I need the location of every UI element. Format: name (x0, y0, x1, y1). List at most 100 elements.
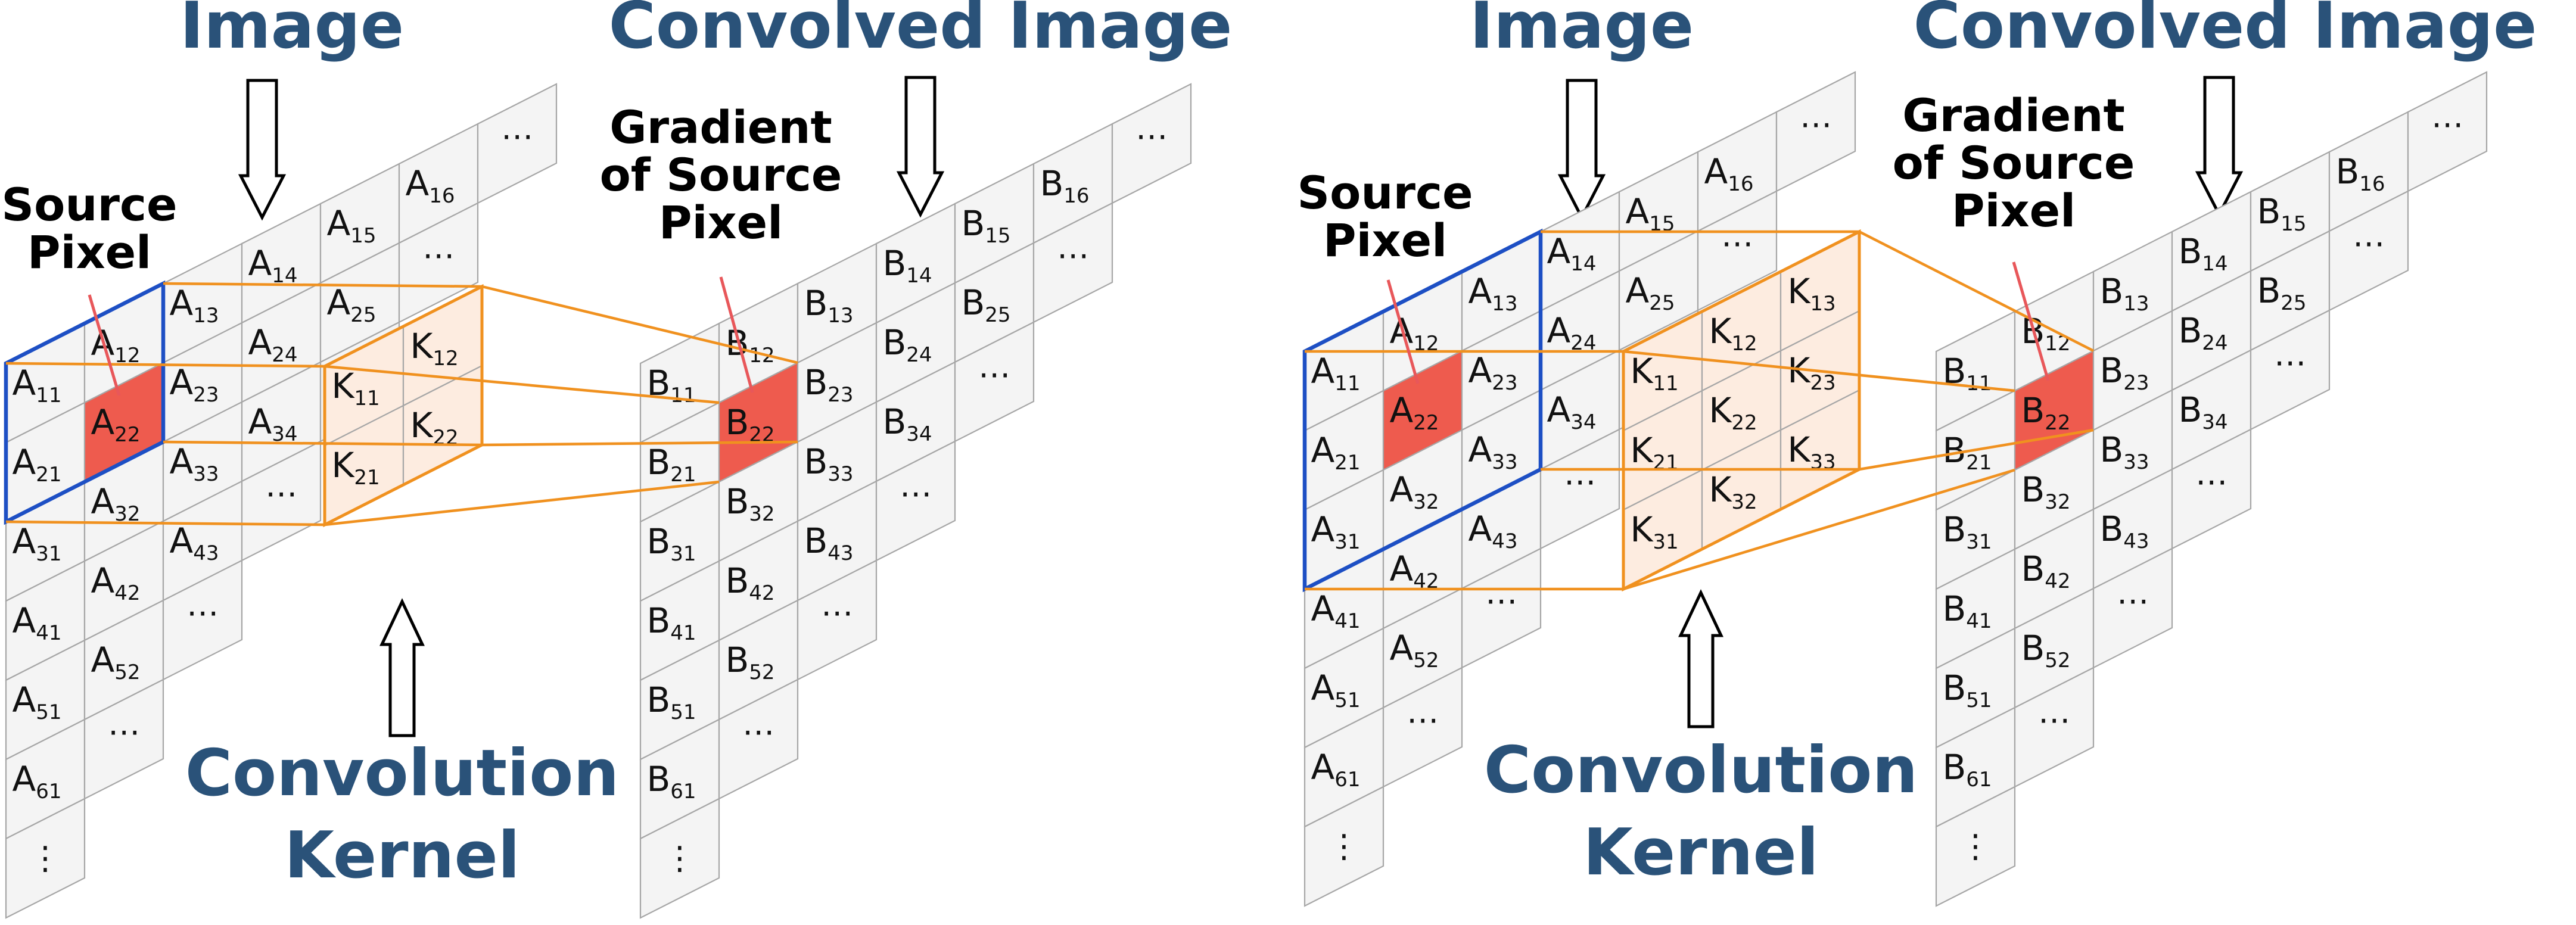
image-vdots-cell (5, 798, 86, 919)
image-label-11: A11 (13, 363, 62, 407)
output-label-33: B33 (804, 441, 853, 486)
output-ellipsis-r0: ⋯ (2431, 105, 2463, 143)
output-label-16: B16 (1040, 163, 1089, 208)
kernel-label-12-index: 12 (1731, 332, 1757, 356)
image-label-23: A23 (1469, 350, 1518, 395)
projection-line-out-3 (324, 480, 720, 527)
kernel-label-line-1: Kernel (284, 818, 519, 893)
projection-line-out-1 (1858, 230, 2095, 353)
output-label-32-letter: B (2021, 469, 2045, 510)
output-label-16: B16 (2335, 151, 2385, 196)
kernel-label-21-index: 21 (1653, 451, 1678, 475)
output-label-13-letter: B (804, 283, 827, 323)
kernel-label-12: K12 (410, 326, 458, 370)
gradient-pixel-pointer (2012, 261, 2050, 381)
image-title: Image (1470, 0, 1694, 63)
image-label-13-index: 13 (193, 304, 219, 328)
image-label-33-letter: A (1469, 429, 1492, 470)
image-label-61-index: 61 (1334, 768, 1360, 792)
source-pixel-label-line-0: Source (1, 178, 177, 231)
kernel-label-12-letter: K (410, 326, 434, 366)
image-ellipsis-r4: ⋯ (1485, 582, 1517, 619)
output-label-34-index: 34 (906, 422, 932, 446)
image-label-23-letter: A (1469, 350, 1492, 391)
output-label-52-letter: B (725, 640, 749, 680)
kernel-label-line-0: Convolution (1484, 733, 1918, 808)
output-label-41-index: 41 (670, 621, 696, 645)
output-label-13: B13 (804, 283, 853, 328)
output-vdots-cell (1935, 786, 2016, 907)
image-label-51-letter: A (13, 680, 36, 720)
kernel-label-21: K21 (1630, 430, 1678, 475)
projection-lines (1305, 230, 2095, 591)
output-label-52: B52 (725, 640, 774, 684)
image-label-42-index: 42 (114, 581, 140, 605)
kernel-label-22-letter: K (1709, 390, 1732, 431)
source-pixel-label-line-1: Pixel (27, 226, 151, 279)
image-label-51-index: 51 (36, 700, 61, 724)
output-vdots: ⋮ (1959, 827, 1992, 865)
gradient-label-line-1: of Source (600, 148, 842, 201)
output-label-12-index: 12 (2045, 332, 2070, 356)
output-ellipsis-r4: ⋯ (821, 594, 853, 631)
image-label-14-index: 14 (1570, 252, 1596, 276)
kernel-label-31-index: 31 (1653, 530, 1678, 554)
image-label-34: A34 (1547, 390, 1597, 434)
output-ellipsis-cell-r3 (2171, 428, 2252, 550)
kernel-label-12-letter: K (1709, 311, 1732, 351)
output-ellipsis-r1: ⋯ (1057, 236, 1089, 274)
image-label-13: A13 (170, 283, 219, 328)
image-label-25-letter: A (1626, 270, 1650, 311)
output-label-43: B43 (804, 521, 853, 565)
output-label-31-index: 31 (1966, 530, 1992, 554)
output-label-61-index: 61 (1966, 768, 1992, 792)
output-label-51-letter: B (1942, 668, 1966, 708)
output-label-42: B42 (725, 560, 774, 605)
image-label-11-letter: A (13, 363, 36, 403)
image-label-25: A25 (327, 282, 377, 327)
output-label-41: B41 (646, 600, 696, 645)
output-label-51: B51 (646, 680, 696, 724)
output-label-52-index: 52 (749, 661, 774, 684)
image-label-21-letter: A (1311, 430, 1335, 471)
kernel-label-21-letter: K (331, 445, 355, 485)
output-grid: B11B12B13B14B15B16⋯B21B22B23B24B25⋯B31B3… (639, 83, 1192, 919)
output-label-11-index: 11 (670, 384, 696, 407)
output-label-13: B13 (2099, 271, 2149, 316)
kernel-label-line-0: Convolution (185, 736, 620, 811)
image-label-22-letter: A (1390, 390, 1414, 431)
image-label-16-letter: A (406, 163, 430, 204)
image-label-31-letter: A (1311, 509, 1335, 550)
output-label-51-letter: B (646, 680, 670, 720)
image-label-11: A11 (1311, 351, 1361, 395)
kernel-label-line-1: Kernel (1583, 815, 1818, 890)
output-label-61: B61 (1942, 747, 1992, 792)
output-label-22-index: 22 (2045, 411, 2070, 435)
projection-lines (5, 282, 798, 527)
kernel-label-23: K23 (1787, 350, 1835, 395)
image-label-33-index: 33 (1492, 450, 1517, 474)
image-label-15: A15 (327, 203, 377, 248)
image-label-16-index: 16 (1728, 172, 1753, 196)
kernel-label-31: K31 (1630, 509, 1678, 554)
kernel-label-21-letter: K (1630, 430, 1654, 471)
image-label-21-letter: A (13, 442, 36, 482)
output-label-61-letter: B (646, 759, 670, 799)
output-ellipsis-cell-r5 (2014, 667, 2095, 788)
gradient-label-line-2: Pixel (1952, 184, 2076, 237)
output-ellipsis-r4: ⋯ (2117, 582, 2149, 619)
source-pixel-label-line-1: Pixel (1323, 214, 1447, 267)
kernel-label-11-letter: K (331, 366, 355, 406)
image-ellipsis-r5: ⋯ (1407, 701, 1439, 739)
output-label-13-letter: B (2099, 271, 2123, 312)
image-label-31: A31 (13, 521, 62, 566)
output-label-31-index: 31 (670, 542, 696, 566)
output-label-52-index: 52 (2045, 649, 2070, 672)
output-label-61: B61 (646, 759, 696, 803)
output-label-14-index: 14 (906, 264, 932, 288)
image-ellipsis-r5: ⋯ (108, 713, 140, 750)
image-label-61-letter: A (1311, 747, 1335, 787)
kernel-label-13-index: 13 (1810, 292, 1835, 316)
